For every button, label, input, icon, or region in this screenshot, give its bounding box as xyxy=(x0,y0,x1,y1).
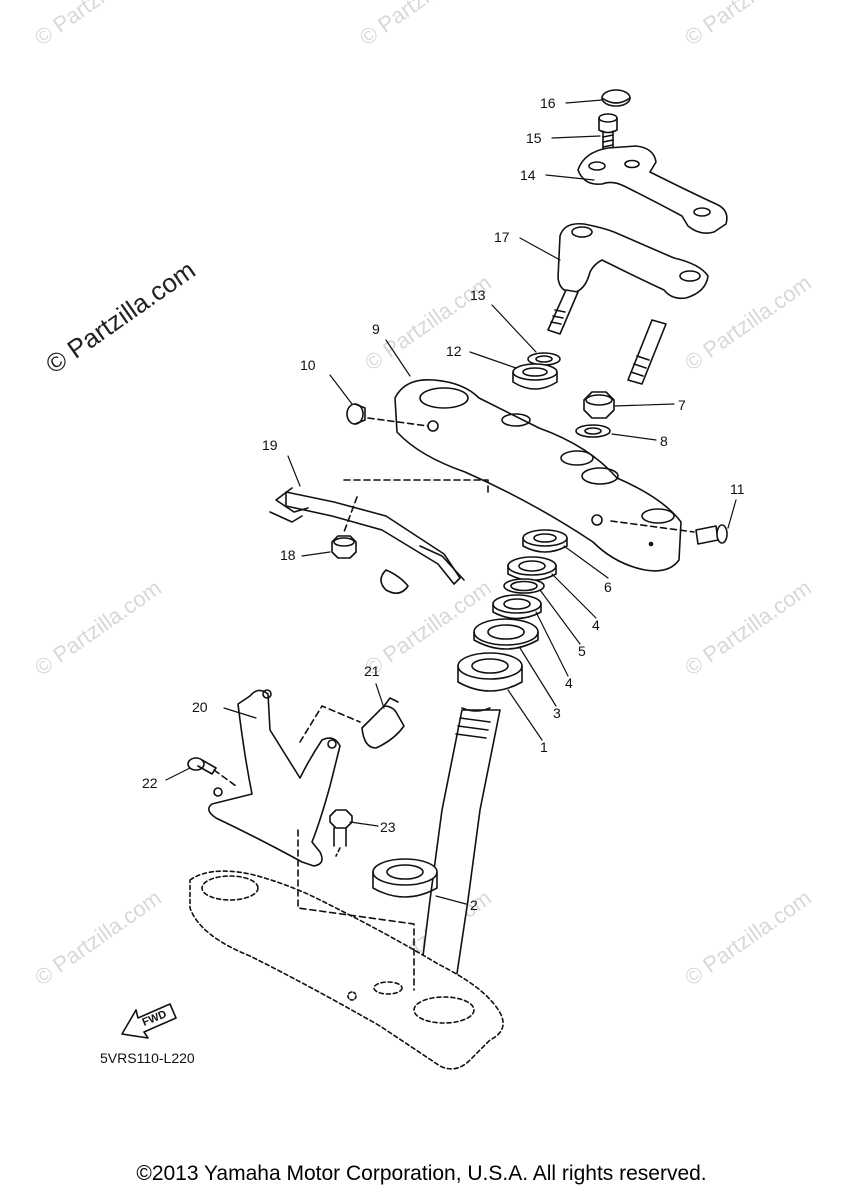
part-bolt-22 xyxy=(187,757,217,775)
part-bolt-top xyxy=(598,113,618,154)
callout-10: 10 xyxy=(300,357,316,373)
part-upper-bracket xyxy=(394,379,682,572)
part-handle-holder-lower xyxy=(547,222,709,385)
diagram-code: 5VRS110-L220 xyxy=(100,1050,195,1066)
copyright: ©2013 Yamaha Motor Corporation, U.S.A. A… xyxy=(136,1162,707,1185)
part-bearing-cover xyxy=(473,618,539,650)
callout-2: 2 xyxy=(470,897,478,913)
callout-19: 19 xyxy=(262,437,278,453)
callout-3: 3 xyxy=(553,705,561,721)
callout-20: 20 xyxy=(192,699,208,715)
leader-dashed xyxy=(297,829,415,991)
part-stay-bracket xyxy=(208,689,341,867)
leader-dashed xyxy=(367,417,429,427)
callout-12: 12 xyxy=(446,343,462,359)
part-washer-6 xyxy=(522,529,568,553)
part-nut-18 xyxy=(331,535,357,559)
part-cap xyxy=(601,89,631,107)
leader-dashed xyxy=(213,769,237,787)
part-bolt-23 xyxy=(329,809,353,847)
callout-13: 13 xyxy=(470,287,486,303)
callout-11: 11 xyxy=(730,481,745,497)
leader-dashed xyxy=(343,496,358,533)
callout-4-lower: 4 xyxy=(565,675,573,691)
callout-22: 22 xyxy=(142,775,158,791)
callout-15: 15 xyxy=(526,130,542,146)
leader-dashed xyxy=(610,520,695,533)
part-ring-nut-upper xyxy=(507,556,557,582)
callout-9: 9 xyxy=(372,321,380,337)
leader-dashed xyxy=(343,479,489,493)
callout-5: 5 xyxy=(578,643,586,659)
leader-dashed xyxy=(335,847,341,857)
callout-14: 14 xyxy=(520,167,536,183)
callout-8: 8 xyxy=(660,433,668,449)
part-bearing-lower xyxy=(372,858,438,898)
part-lock-washer xyxy=(503,578,545,594)
leader-dashed xyxy=(299,705,361,743)
part-washer-8 xyxy=(575,424,611,438)
part-bolt-side xyxy=(695,524,728,545)
callout-6: 6 xyxy=(604,579,612,595)
callout-16: 16 xyxy=(540,95,556,111)
part-clip-bracket xyxy=(361,697,405,749)
part-blind-plug xyxy=(346,403,366,425)
part-handle-holder-upper xyxy=(577,145,728,234)
callout-7: 7 xyxy=(678,397,686,413)
fwd-arrow-icon: FWD xyxy=(121,1003,177,1039)
leader-lines xyxy=(165,99,737,905)
part-steering-stem xyxy=(419,707,501,984)
part-washer xyxy=(527,352,561,366)
part-under-bracket xyxy=(189,870,504,1070)
callout-1: 1 xyxy=(540,739,548,755)
callout-4-upper: 4 xyxy=(592,617,600,633)
callout-18: 18 xyxy=(280,547,296,563)
callout-21: 21 xyxy=(364,663,380,679)
callout-17: 17 xyxy=(494,229,510,245)
part-bushing xyxy=(512,363,558,390)
callout-23: 23 xyxy=(380,819,396,835)
part-nut xyxy=(583,391,615,419)
part-ring-nut-lower xyxy=(492,594,542,620)
part-bearing-upper xyxy=(457,652,523,692)
part-cable-guide xyxy=(269,487,465,594)
